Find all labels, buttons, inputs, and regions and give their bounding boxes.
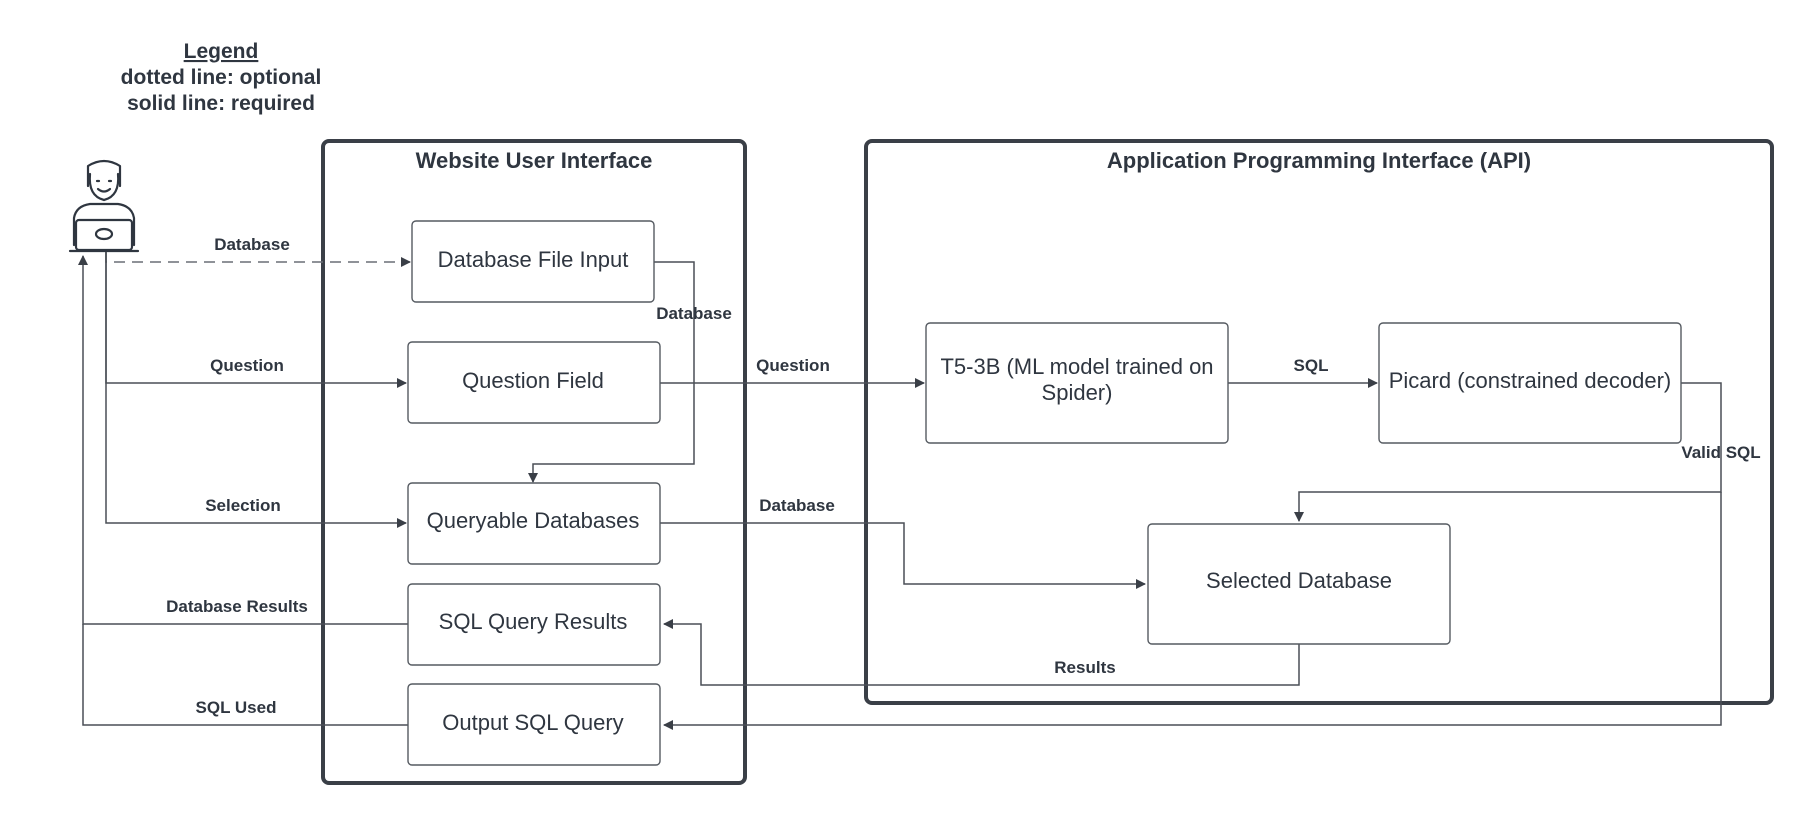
- node-picard: Picard (constrained decoder): [1378, 322, 1682, 444]
- legend: Legend dotted line: optional solid line:…: [121, 40, 322, 115]
- edge-picard-to-output: [663, 492, 1722, 730]
- edge-results: [663, 619, 1300, 686]
- node-output-sql-query: Output SQL Query: [407, 683, 661, 766]
- node-t5-3b: T5-3B (ML model trained on Spider): [925, 322, 1229, 444]
- edge-input-to-queryable: [528, 261, 695, 483]
- question-field-label: Question Field: [462, 368, 604, 393]
- node-question-field: Question Field: [407, 341, 661, 424]
- user-with-laptop-icon: [68, 159, 140, 253]
- edge-database-results: [78, 255, 408, 625]
- node-sql-query-results: SQL Query Results: [407, 583, 661, 666]
- sql-query-results-label: SQL Query Results: [439, 609, 628, 634]
- website-ui-title: Website User Interface: [416, 148, 653, 173]
- queryable-databases-label: Queryable Databases: [427, 508, 640, 533]
- database-file-input-label: Database File Input: [438, 247, 629, 272]
- edge-queryable-to-selected: [660, 522, 1146, 589]
- edge-label-user-question: Question: [210, 356, 284, 375]
- edge-label-queryable-to-selected: Database: [759, 496, 835, 515]
- edge-label-results: Results: [1054, 658, 1115, 677]
- api-container: Application Programming Interface (API): [864, 139, 1774, 705]
- edge-label-database-results: Database Results: [166, 597, 308, 616]
- legend-dotted-line: dotted line: optional: [121, 66, 322, 89]
- edge-label-question-to-t5: Question: [756, 356, 830, 375]
- t5-label-line2: Spider): [1042, 380, 1113, 405]
- edge-label-t5-to-picard: SQL: [1294, 356, 1329, 375]
- node-selected-database: Selected Database: [1147, 523, 1451, 645]
- node-database-file-input: Database File Input: [411, 220, 655, 303]
- edge-label-valid-sql: Valid SQL: [1681, 443, 1760, 462]
- edge-label-sql-used: SQL Used: [196, 698, 277, 717]
- selected-database-label: Selected Database: [1206, 568, 1392, 593]
- picard-label: Picard (constrained decoder): [1389, 368, 1671, 393]
- output-sql-query-label: Output SQL Query: [442, 710, 623, 735]
- edge-sql-used: [82, 624, 408, 726]
- api-title: Application Programming Interface (API): [1107, 148, 1531, 173]
- node-queryable-databases: Queryable Databases: [407, 482, 661, 565]
- edge-label-user-selection: Selection: [205, 496, 281, 515]
- legend-title: Legend: [184, 40, 259, 63]
- website-ui-container: Website User Interface: [321, 139, 747, 785]
- legend-solid-line: solid line: required: [127, 92, 315, 115]
- edges: Database Question Selection Database Res…: [78, 235, 1761, 730]
- t5-label-line1: T5-3B (ML model trained on: [940, 354, 1213, 379]
- edge-label-user-database: Database: [214, 235, 290, 254]
- edge-user-selection: [105, 252, 407, 528]
- edge-label-input-to-queryable: Database: [656, 304, 732, 323]
